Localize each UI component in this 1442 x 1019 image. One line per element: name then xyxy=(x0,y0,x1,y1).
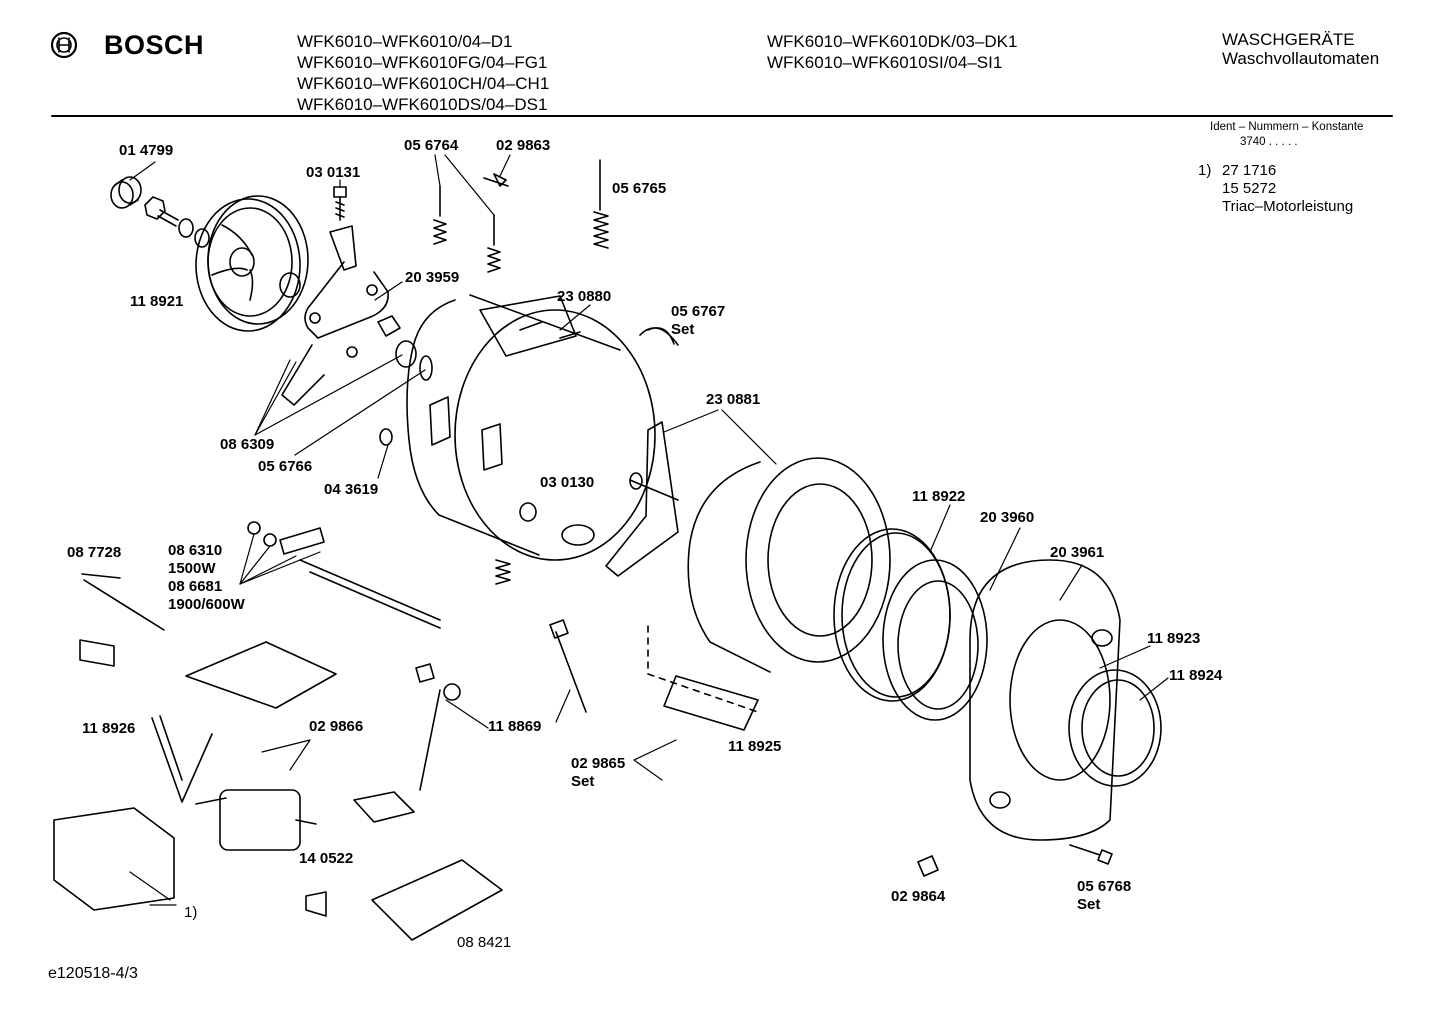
part-front-ring xyxy=(1069,670,1161,786)
part-label-056767: 05 6767 xyxy=(671,303,726,320)
model-line: WFK6010–WFK6010FG/04–FG1 xyxy=(297,53,548,72)
part-label-203960: 20 3960 xyxy=(980,509,1035,526)
part-label-203961: 20 3961 xyxy=(1050,544,1105,561)
note-line: 15 5272 xyxy=(1222,180,1277,197)
part-label-118926: 11 8926 xyxy=(82,720,136,737)
model-line: WFK6010–WFK6010DK/03–DK1 xyxy=(767,32,1018,51)
part-label-056767-set: Set xyxy=(671,321,695,338)
part-label-029864: 02 9864 xyxy=(891,888,946,905)
part-screw-030131 xyxy=(334,187,346,220)
part-seal xyxy=(420,356,432,380)
part-label-056768-set: Set xyxy=(1077,896,1101,913)
category-subtitle: Waschvollautomaten xyxy=(1222,49,1380,68)
part-label-118925: 11 8925 xyxy=(728,738,782,755)
model-line: WFK6010–WFK6010CH/04–CH1 xyxy=(297,74,550,93)
part-clip-029864 xyxy=(918,856,938,876)
dashed-guide xyxy=(648,626,758,712)
part-label-086309: 08 6309 xyxy=(220,436,275,453)
part-spring-b xyxy=(488,215,500,272)
part-heater xyxy=(248,522,440,628)
part-label-088421: 08 8421 xyxy=(457,934,512,951)
part-pulley xyxy=(196,196,308,331)
part-label-1900-600w: 1900/600W xyxy=(168,596,245,613)
footer-code: e120518-4/3 xyxy=(48,965,138,982)
part-label-056768: 05 6768 xyxy=(1077,878,1132,895)
part-label-029863: 02 9863 xyxy=(496,137,551,154)
part-clamp-056767 xyxy=(640,328,678,345)
category-title: WASCHGERÄTE xyxy=(1222,30,1355,49)
part-module xyxy=(372,860,502,940)
part-bracket xyxy=(354,792,414,822)
part-drum xyxy=(688,458,890,672)
part-sleeve xyxy=(111,177,141,208)
part-paddle xyxy=(664,676,758,730)
part-control-board xyxy=(54,808,174,910)
part-label-230881: 23 0881 xyxy=(706,391,761,408)
part-screw-056768 xyxy=(1070,845,1112,864)
part-label-118924: 11 8924 xyxy=(1169,667,1223,684)
category: WASCHGERÄTE Waschvollautomaten xyxy=(1222,30,1379,68)
model-list-right: WFK6010–WFK6010DK/03–DK1 WFK6010–WFK6010… xyxy=(767,31,1017,73)
bosch-logo-icon xyxy=(52,33,76,57)
part-motor xyxy=(196,790,316,850)
part-bolt-washers xyxy=(145,197,209,247)
part-cover-plate xyxy=(186,642,336,708)
part-label-030131: 03 0131 xyxy=(306,164,361,181)
part-drum-spider xyxy=(606,422,678,576)
model-line: WFK6010–WFK6010DS/04–DS1 xyxy=(297,95,548,114)
model-line: WFK6010–WFK6010/04–D1 xyxy=(297,32,513,51)
part-bearing xyxy=(396,341,416,367)
part-label-1500w: 1500W xyxy=(168,560,216,577)
part-label-118922: 11 8922 xyxy=(912,488,966,505)
part-tub xyxy=(407,295,655,560)
part-spring-056765 xyxy=(594,160,608,248)
leader-lines xyxy=(130,155,1168,905)
part-clip-029863 xyxy=(484,174,508,186)
part-label-029865-set: Set xyxy=(571,773,595,790)
brand-name: BOSCH xyxy=(104,30,205,60)
part-label-056765: 05 6765 xyxy=(612,180,667,197)
part-ring xyxy=(883,560,987,720)
part-label-086681: 08 6681 xyxy=(168,578,223,595)
part-label-140522: 14 0522 xyxy=(299,850,354,867)
part-label-118921: 11 8921 xyxy=(130,293,184,310)
part-label-118869: 11 8869 xyxy=(488,718,542,735)
part-belt xyxy=(152,716,212,802)
part-spring-small xyxy=(496,560,510,584)
part-nut xyxy=(380,429,392,445)
part-label-029865: 02 9865 xyxy=(571,755,626,772)
part-shock-absorbers xyxy=(420,632,586,790)
part-wiring xyxy=(80,574,164,666)
part-ref-1: 1) xyxy=(184,904,198,921)
model-list-left: WFK6010–WFK6010/04–D1 WFK6010–WFK6010FG/… xyxy=(297,31,549,115)
note-line: 27 1716 xyxy=(1222,162,1277,179)
part-label-203959: 20 3959 xyxy=(405,269,460,286)
model-line: WFK6010–WFK6010SI/04–SI1 xyxy=(767,53,1003,72)
part-label-087728: 08 7728 xyxy=(67,544,122,561)
note-lines: 27 1716 15 5272 Triac–Motorleistung xyxy=(1222,162,1353,216)
part-spring-a xyxy=(434,186,446,244)
note-marker: 1) xyxy=(1198,162,1212,179)
part-label-030130: 03 0130 xyxy=(540,474,595,491)
note-line: Triac–Motorleistung xyxy=(1222,198,1354,215)
part-label-029866: 02 9866 xyxy=(309,718,364,735)
part-label-014799: 01 4799 xyxy=(119,142,174,159)
ident-title: Ident – Nummern – Konstante xyxy=(1210,121,1364,133)
part-front-tub xyxy=(970,560,1120,840)
ident-value: 3740 . . . . . xyxy=(1240,136,1298,148)
part-label-056766: 05 6766 xyxy=(258,458,313,475)
part-label-043619: 04 3619 xyxy=(324,481,379,498)
part-label-230880: 23 0880 xyxy=(557,288,612,305)
part-small-bracket xyxy=(306,892,326,916)
part-label-056764: 05 6764 xyxy=(404,137,459,154)
part-label-118923: 11 8923 xyxy=(1147,630,1201,647)
part-label-086310: 08 6310 xyxy=(168,542,223,559)
